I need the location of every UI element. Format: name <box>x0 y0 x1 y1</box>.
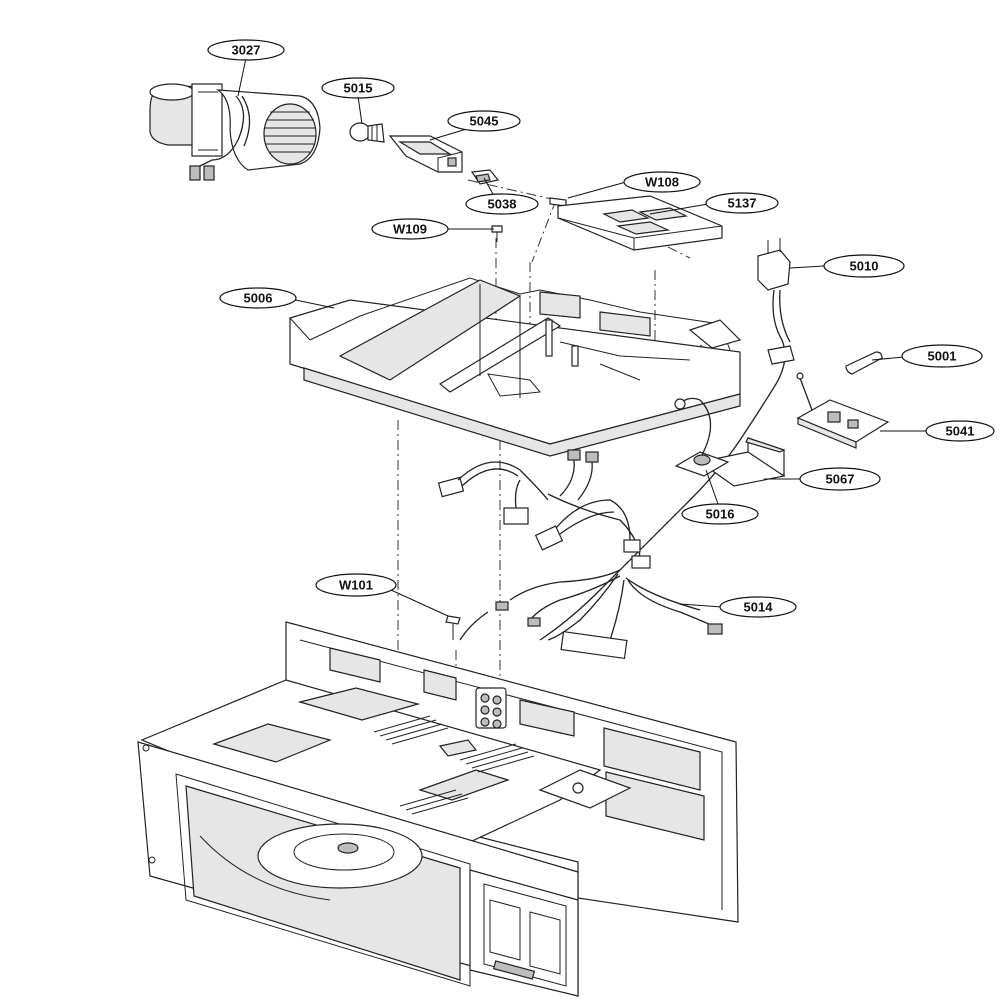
callout-label: 5067 <box>826 472 855 487</box>
callout-5067: 5067 <box>799 467 881 491</box>
callout-5015: 5015 <box>321 77 395 99</box>
callout-w101: W101 <box>315 573 397 597</box>
callout-5016: 5016 <box>681 503 759 525</box>
callout-5014: 5014 <box>719 596 797 618</box>
screw-w109-part <box>491 225 503 242</box>
callout-5041: 5041 <box>925 420 995 442</box>
callout-label: 3027 <box>232 43 261 58</box>
callout-label: 5038 <box>488 197 517 212</box>
callout-label: 5001 <box>928 349 957 364</box>
callout-5006: 5006 <box>219 287 297 309</box>
callout-5045: 5045 <box>447 110 521 132</box>
callout-label: 5016 <box>706 507 735 522</box>
callout-w109: W109 <box>371 218 449 240</box>
base-plate-part <box>289 277 742 457</box>
blower-motor-part <box>149 83 321 181</box>
thermal-switch-part <box>674 397 730 477</box>
callout-label: W109 <box>393 222 427 237</box>
wire-harness-part <box>437 449 723 660</box>
fuse-part <box>845 351 883 375</box>
bracket-plate-part <box>557 195 723 251</box>
lamp-bulb-part <box>349 122 385 143</box>
oven-chassis-part <box>137 621 739 997</box>
lamp-socket-part <box>388 135 463 173</box>
callout-label: 5010 <box>850 259 879 274</box>
callout-5137: 5137 <box>705 192 779 214</box>
callout-5038: 5038 <box>465 193 539 215</box>
callout-5001: 5001 <box>901 344 983 368</box>
callout-label: 5014 <box>744 600 774 615</box>
callout-label: 5006 <box>244 291 273 306</box>
callout-label: W101 <box>339 578 373 593</box>
thermostat-part <box>470 169 500 185</box>
screw-w101-part <box>445 615 461 640</box>
callout-label: W108 <box>645 175 679 190</box>
callout-label: 5045 <box>470 114 499 129</box>
power-cord-part <box>539 238 795 641</box>
callout-label: 5015 <box>344 81 373 96</box>
callout-5010: 5010 <box>823 254 905 278</box>
callout-3027: 3027 <box>207 39 285 61</box>
callout-label: 5041 <box>946 424 975 439</box>
callout-label: 5137 <box>728 196 757 211</box>
noise-filter-board-part <box>796 372 890 449</box>
callout-w108: W108 <box>623 171 701 193</box>
